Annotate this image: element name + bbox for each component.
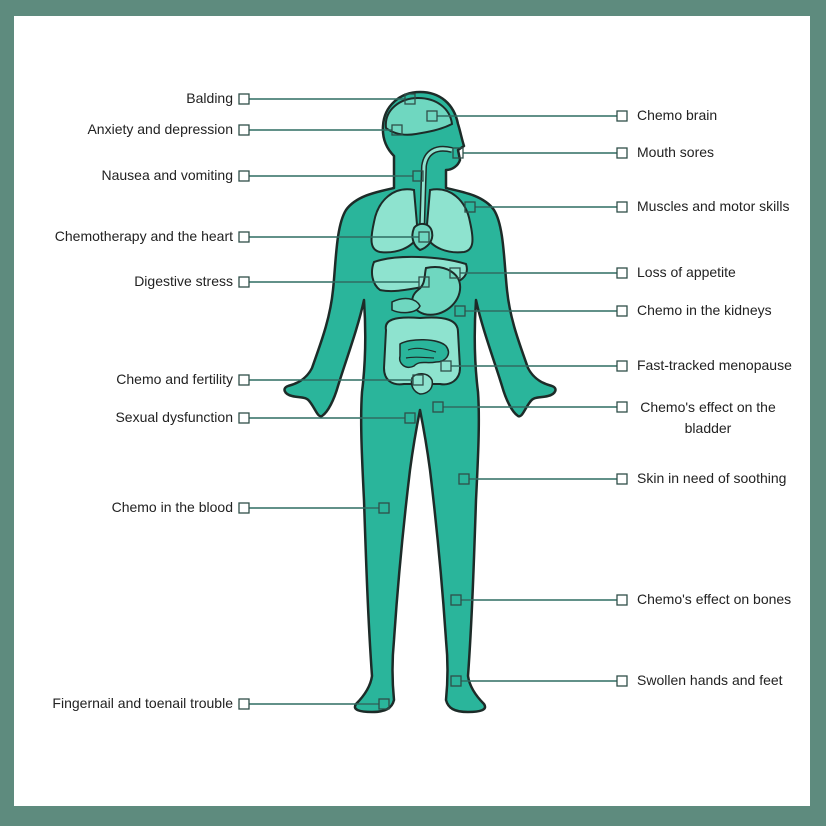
checkbox-blood[interactable]: [239, 503, 249, 513]
label-swollen: Swollen hands and feet: [637, 671, 783, 689]
checkbox-skin[interactable]: [617, 474, 627, 484]
checkbox-heart[interactable]: [239, 232, 249, 242]
pancreas-shape: [392, 299, 420, 313]
label-bones: Chemo's effect on bones: [637, 590, 791, 608]
label-menopause: Fast-tracked menopause: [637, 356, 792, 374]
label-balding: Balding: [186, 89, 233, 107]
label-fertility: Chemo and fertility: [116, 370, 233, 388]
label-sexual: Sexual dysfunction: [115, 408, 233, 426]
checkbox-swollen[interactable]: [617, 676, 627, 686]
label-heart: Chemotherapy and the heart: [55, 227, 233, 245]
checkbox-mouth[interactable]: [617, 148, 627, 158]
label-muscles: Muscles and motor skills: [637, 197, 790, 215]
label-skin: Skin in need of soothing: [637, 469, 786, 487]
label-blood: Chemo in the blood: [112, 498, 233, 516]
checkbox-bladder[interactable]: [617, 402, 627, 412]
label-kidneys: Chemo in the kidneys: [637, 301, 772, 319]
label-brain: Chemo brain: [637, 106, 717, 124]
label-nails: Fingernail and toenail trouble: [52, 694, 233, 712]
label-appetite: Loss of appetite: [637, 263, 736, 281]
checkbox-fertility[interactable]: [239, 375, 249, 385]
checkbox-digestive[interactable]: [239, 277, 249, 287]
checkbox-anxiety[interactable]: [239, 125, 249, 135]
label-nausea: Nausea and vomiting: [101, 166, 233, 184]
checkbox-kidneys[interactable]: [617, 306, 627, 316]
checkbox-muscles[interactable]: [617, 202, 627, 212]
label-digestive: Digestive stress: [134, 272, 233, 290]
checkbox-balding[interactable]: [239, 94, 249, 104]
label-mouth: Mouth sores: [637, 143, 714, 161]
label-anxiety: Anxiety and depression: [87, 120, 233, 138]
bladder-shape: [411, 374, 432, 394]
checkbox-menopause[interactable]: [617, 361, 627, 371]
checkbox-nausea[interactable]: [239, 171, 249, 181]
checkbox-brain[interactable]: [617, 111, 627, 121]
checkbox-appetite[interactable]: [617, 268, 627, 278]
label-bladder: Chemo's effect on the bladder: [628, 397, 788, 439]
checkbox-bones[interactable]: [617, 595, 627, 605]
checkbox-sexual[interactable]: [239, 413, 249, 423]
human-body-silhouette: [285, 92, 556, 712]
checkbox-nails[interactable]: [239, 699, 249, 709]
